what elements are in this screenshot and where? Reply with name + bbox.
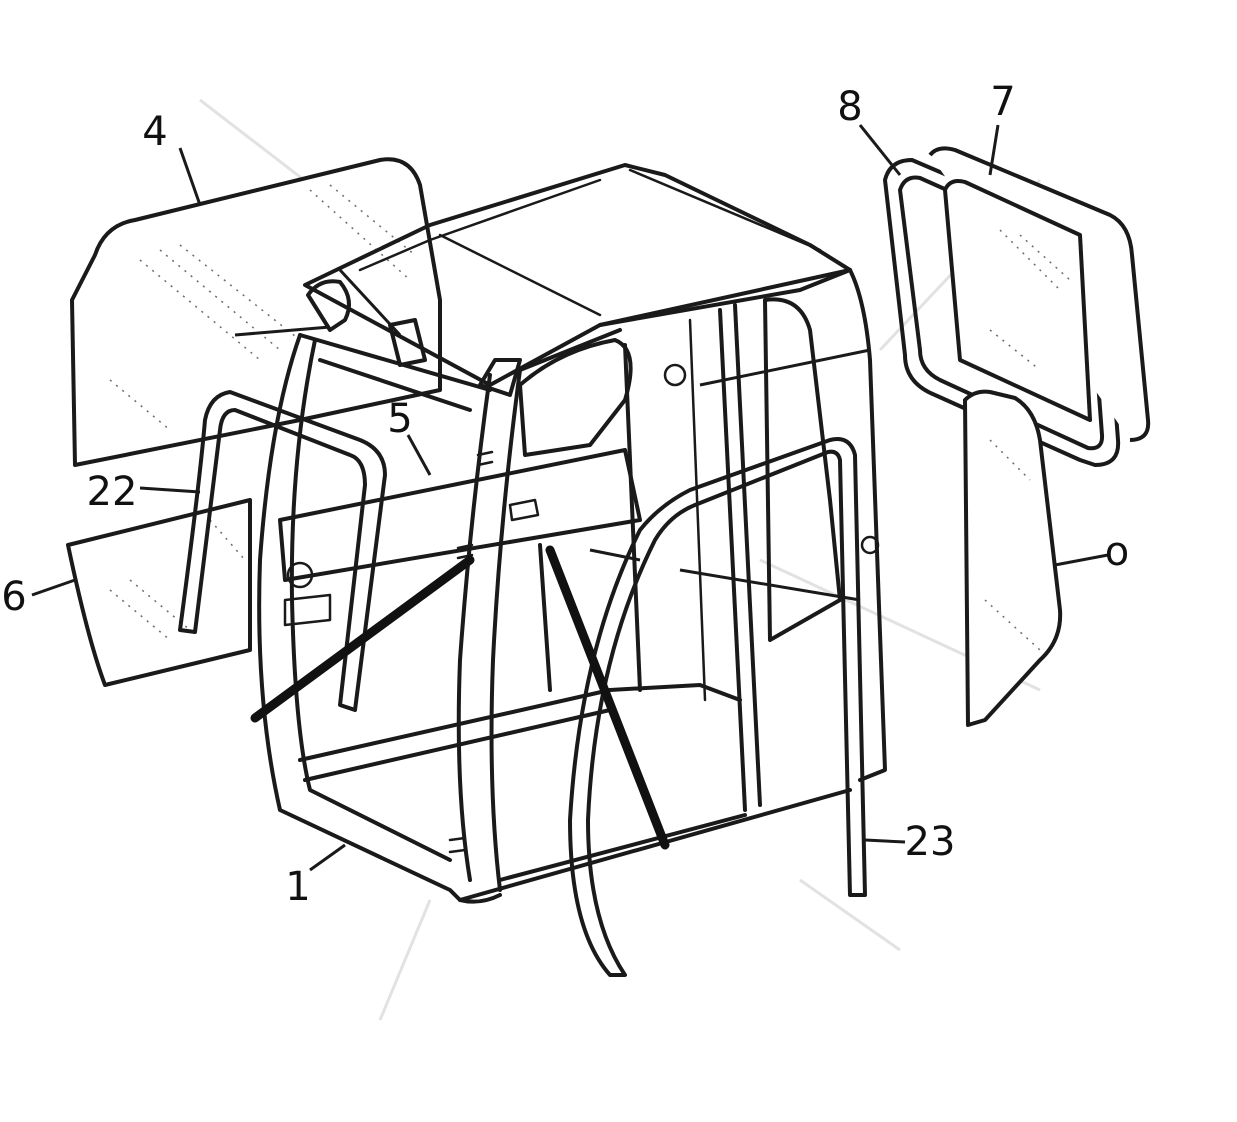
callout-9: o	[1105, 529, 1129, 575]
callout-4: 4	[142, 109, 167, 155]
callout-labels: 4 8 7 5 22 6 o 1 23	[1, 79, 1129, 910]
callout-5: 5	[387, 396, 412, 442]
side-window-seal	[883, 158, 1121, 467]
callout-23: 23	[905, 819, 956, 865]
door-seal	[568, 437, 867, 977]
lower-rear-glass-panel	[66, 498, 252, 687]
callout-8: 8	[837, 84, 862, 130]
side-glass-panel	[928, 146, 1151, 442]
callout-1: 1	[285, 864, 310, 910]
side-quarter-glass	[963, 389, 1063, 727]
cab-frame	[257, 268, 887, 904]
leader-lines	[31, 124, 1109, 872]
callout-7: 7	[990, 79, 1015, 125]
rear-glass-panel	[70, 157, 442, 467]
rear-window-seal	[178, 390, 387, 712]
callout-22: 22	[87, 469, 138, 515]
callout-6: 6	[1, 574, 26, 620]
cab-roof	[303, 163, 852, 387]
